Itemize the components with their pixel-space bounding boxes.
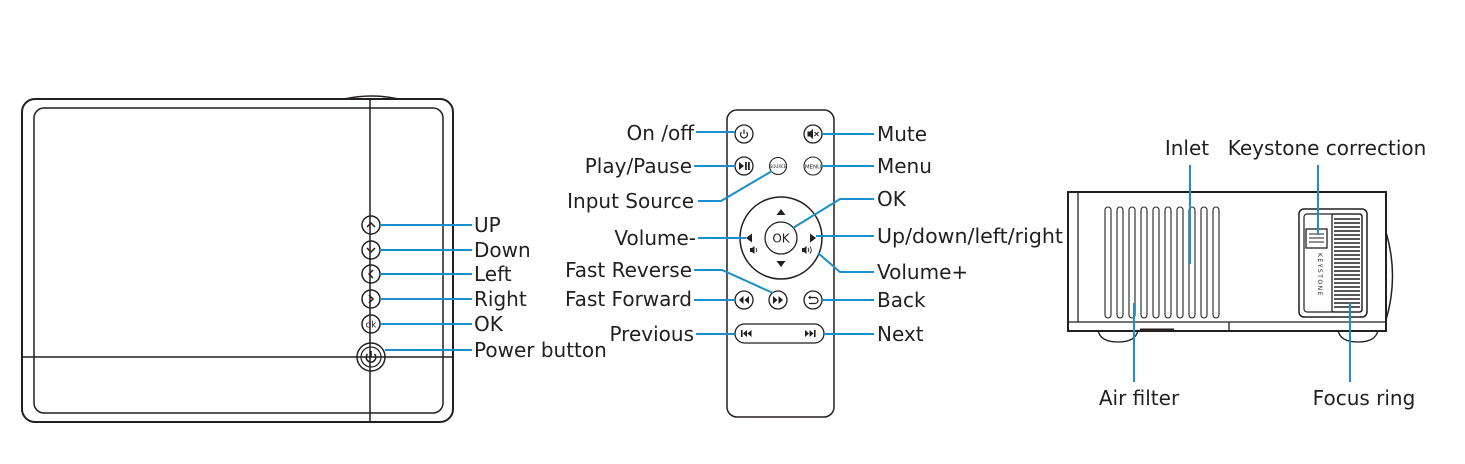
panel-ok-glyph: ok	[366, 321, 378, 331]
panel-left-button[interactable]	[361, 264, 381, 284]
label-volume-minus: Volume-	[614, 226, 696, 250]
mute-icon	[807, 129, 819, 139]
next-icon	[805, 330, 816, 337]
label-menu: Menu	[877, 154, 932, 178]
chevron-left-icon	[367, 269, 374, 279]
label-down: Down	[474, 238, 531, 262]
side-view-right-foot	[1337, 329, 1379, 343]
panel-ok-button[interactable]: ok	[361, 314, 381, 334]
projector-side-view: KEYSTONE Inlet Keystone correction Air f…	[1067, 136, 1427, 410]
label-focus-ring: Focus ring	[1313, 386, 1416, 410]
arrow-left-icon	[746, 233, 752, 243]
menu-glyph: MENU	[805, 165, 821, 171]
label-nav: Up/down/left/right	[877, 224, 1063, 248]
remote-mute-button[interactable]	[803, 124, 823, 144]
previous-icon	[741, 330, 752, 337]
label-mute: Mute	[877, 122, 927, 146]
chevron-right-icon	[368, 294, 375, 304]
source-glyph: SOURCE	[770, 164, 787, 169]
label-fast-reverse: Fast Reverse	[565, 258, 692, 282]
label-left: Left	[474, 262, 512, 286]
remote-fast-reverse-button[interactable]	[734, 290, 754, 310]
label-play-pause: Play/Pause	[585, 154, 692, 178]
leader-volume-plus	[817, 252, 874, 273]
side-view-lens-bulge	[1385, 231, 1394, 321]
label-ok: OK	[474, 312, 504, 336]
label-power-button: Power button	[474, 338, 607, 362]
fast-reverse-icon	[739, 296, 749, 304]
panel-down-button[interactable]	[361, 240, 381, 260]
remote-ok-button[interactable]: OK	[764, 221, 798, 255]
remote-source-button[interactable]: SOURCE	[768, 156, 788, 176]
panel-power-button[interactable]	[356, 342, 386, 372]
play-pause-icon	[739, 162, 750, 170]
side-view-body	[1067, 191, 1387, 332]
label-input-source: Input Source	[567, 189, 694, 213]
label-ok-remote: OK	[877, 187, 907, 211]
panel-up-button[interactable]	[361, 215, 381, 235]
remote-play-pause-button[interactable]	[734, 156, 754, 176]
side-view-vent-grille	[1104, 206, 1220, 319]
remote-menu-button[interactable]: MENU	[803, 156, 823, 176]
fast-forward-icon	[773, 296, 783, 304]
leader-input-source	[698, 170, 773, 202]
keystone-panel: KEYSTONE	[1298, 208, 1368, 318]
keystone-slider[interactable]	[1305, 228, 1328, 249]
focus-ring-wheel[interactable]	[1331, 213, 1363, 313]
volume-down-icon	[750, 246, 758, 254]
top-view-inner-body	[33, 107, 444, 414]
projector-top-view: ok UP Down Left Right OK Power button	[21, 95, 607, 423]
keystone-engraving: KEYSTONE	[1316, 253, 1323, 297]
remote-ok-glyph: OK	[772, 232, 790, 246]
label-previous: Previous	[609, 322, 694, 346]
arrow-right-icon	[810, 233, 816, 243]
label-on-off: On /off	[626, 121, 695, 145]
remote-power-button[interactable]	[734, 124, 754, 144]
chevron-down-icon	[366, 247, 376, 254]
remote-control: SOURCE MENU OK	[565, 109, 1063, 418]
label-up: UP	[474, 213, 501, 237]
volume-up-icon	[802, 246, 812, 254]
label-inlet: Inlet	[1165, 136, 1209, 160]
remote-back-button[interactable]	[803, 290, 823, 310]
label-right: Right	[474, 287, 527, 311]
remote-fast-forward-button[interactable]	[768, 290, 788, 310]
label-back: Back	[877, 288, 926, 312]
power-icon	[739, 129, 749, 139]
power-icon	[365, 351, 377, 363]
label-air-filter: Air filter	[1099, 386, 1180, 410]
leader-ok-remote	[792, 198, 874, 229]
side-view-left-foot	[1097, 329, 1139, 343]
remote-previous-button[interactable]	[741, 330, 752, 337]
label-fast-forward: Fast Forward	[565, 287, 692, 311]
arrow-down-icon	[776, 261, 786, 267]
label-volume-plus: Volume+	[877, 260, 968, 284]
label-keystone-correction: Keystone correction	[1228, 136, 1427, 160]
remote-body	[726, 109, 835, 418]
leader-fast-reverse	[694, 269, 774, 294]
label-next: Next	[877, 322, 924, 346]
panel-right-button[interactable]	[361, 289, 381, 309]
chevron-up-icon	[366, 221, 376, 228]
top-view-outer-body	[21, 98, 454, 423]
arrow-up-icon	[776, 209, 786, 215]
back-icon	[808, 295, 819, 305]
remote-next-button[interactable]	[805, 330, 816, 337]
